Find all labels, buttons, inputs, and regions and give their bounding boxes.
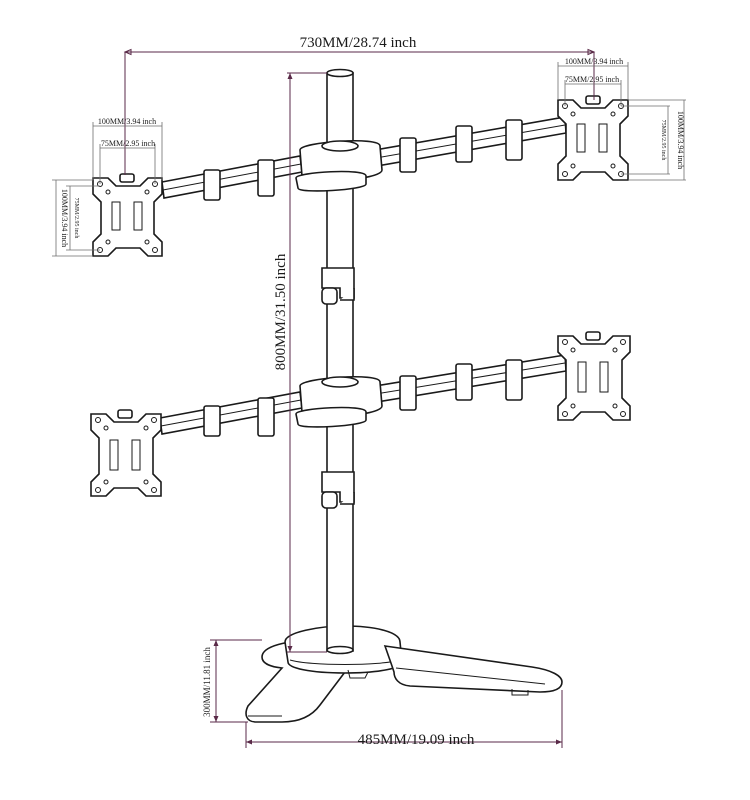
vesa-plate-top-left xyxy=(92,173,163,257)
cable-clip-upper xyxy=(321,267,355,305)
label-vesa-75-top-right: 75MM/2.95 inch xyxy=(565,75,619,84)
dim-total-width: 730MM/28.74 inch xyxy=(123,35,596,175)
label-base-depth: 300MM/11.81 inch xyxy=(202,647,212,717)
stand-base xyxy=(245,625,563,723)
dim-vesa-top-left: 100MM/3.94 inch 75MM/2.95 inch 100MM/3.9… xyxy=(52,117,163,257)
lower-arm-assembly xyxy=(159,354,567,437)
label-vesa-100-top-right-vertical: 100MM/3.94 inch xyxy=(676,111,685,169)
vesa-plate-bottom-right xyxy=(557,331,631,421)
label-vesa-100-top-left-vertical: 100MM/3.94 inch xyxy=(60,189,69,247)
label-total-height: 800MM/31.50 inch xyxy=(273,253,289,370)
vesa-plate-bottom-left xyxy=(90,409,162,497)
dim-base-width: 485MM/19.09 inch xyxy=(245,690,563,748)
dim-vesa-top-right: 100MM/3.94 inch 75MM/2.95 inch 100MM/3.9… xyxy=(557,57,686,181)
upper-arm-assembly xyxy=(161,116,567,201)
label-total-width: 730MM/28.74 inch xyxy=(300,35,417,51)
label-vesa-100-top-left: 100MM/3.94 inch xyxy=(98,117,156,126)
cable-clip-lower xyxy=(321,471,355,509)
dim-total-height: 800MM/31.50 inch xyxy=(273,72,327,653)
dim-base-depth: 300MM/11.81 inch xyxy=(202,639,262,723)
label-vesa-75-top-left: 75MM/2.95 inch xyxy=(101,139,155,148)
label-vesa-75-top-right-vertical: 75MM/2.95 inch xyxy=(660,120,666,161)
label-vesa-100-top-right: 100MM/3.94 inch xyxy=(565,57,623,66)
label-base-width: 485MM/19.09 inch xyxy=(358,732,475,748)
vesa-plate-top-right xyxy=(557,95,629,181)
label-vesa-75-top-left-vertical: 75MM/2.95 inch xyxy=(73,198,79,239)
